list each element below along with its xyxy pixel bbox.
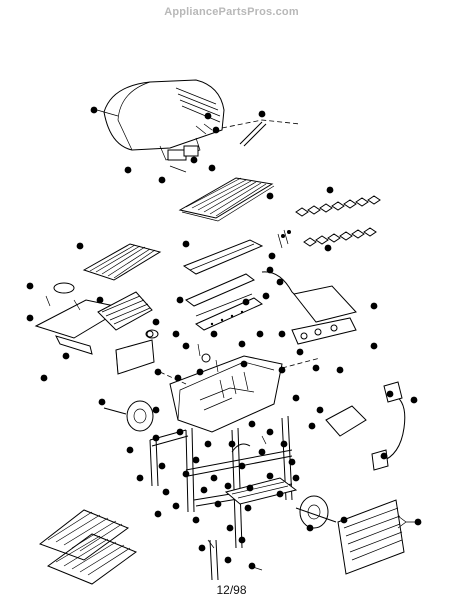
hardware-screws — [45, 229, 291, 571]
lid-hardware — [167, 123, 213, 173]
side-shelf-right — [293, 285, 357, 323]
heat-tent — [182, 239, 264, 275]
briquette-set — [295, 195, 381, 247]
firebox — [169, 355, 283, 433]
side-burner-knob — [53, 282, 75, 294]
page-number: 12/98 — [216, 583, 247, 597]
storage-racks — [38, 509, 138, 585]
side-burner-pan — [115, 339, 155, 375]
flavor-bar — [195, 297, 263, 331]
lid-handle — [239, 121, 267, 147]
wheel-right — [295, 495, 337, 529]
side-shelf-left — [34, 291, 153, 355]
rear-leg — [209, 539, 219, 581]
control-panel — [291, 317, 357, 345]
cooking-grate-left — [82, 243, 162, 281]
ignitor-wire — [261, 271, 301, 301]
tank-support — [325, 405, 367, 437]
watermark: AppliancePartsPros.com — [164, 6, 299, 18]
grill-lid — [103, 79, 225, 161]
callout-markers — [26, 106, 422, 570]
bottom-shelf — [224, 477, 298, 505]
wheel-left — [103, 400, 154, 432]
warming-rack — [178, 177, 275, 222]
cart-side-panel — [337, 499, 405, 575]
